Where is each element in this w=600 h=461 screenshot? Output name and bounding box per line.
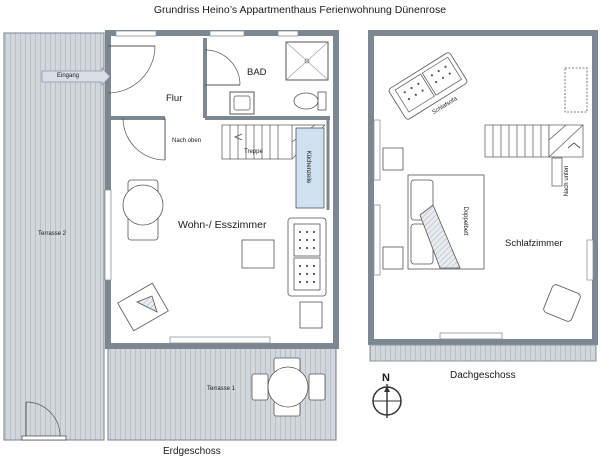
entrance-door xyxy=(107,45,156,94)
upper-floor-balcony xyxy=(369,344,597,362)
shower xyxy=(285,41,329,81)
ground-floor-walls xyxy=(105,30,339,349)
sleeping-sofa xyxy=(388,52,468,120)
double-bed xyxy=(407,174,485,270)
label-nach-oben: Nach oben xyxy=(172,138,202,144)
armchair-upper xyxy=(543,284,581,322)
terrace-gate xyxy=(21,401,67,441)
sofa-ground xyxy=(287,217,327,297)
dresser xyxy=(564,67,588,113)
room-terrasse-2: Terrasse 2 xyxy=(38,231,67,237)
plan-title: Grundriss Heino’s Appartmenthaus Ferienw… xyxy=(153,4,447,16)
label-nach-unten: Nach unten xyxy=(564,165,570,197)
armchair-ground xyxy=(117,282,169,332)
bathroom-door xyxy=(204,49,241,86)
room-terrasse-1: Terrasse 1 xyxy=(207,386,236,392)
kitchen-counter xyxy=(295,127,325,209)
room-flur: Flur xyxy=(166,93,183,104)
label-eingang: Eingang xyxy=(57,73,80,79)
floor-label-dachgeschoss: Dachgeschoss xyxy=(450,370,516,381)
sink xyxy=(229,91,255,115)
compass-label: N xyxy=(382,372,390,384)
living-room-door xyxy=(122,117,166,161)
ground-floor-windows xyxy=(104,30,299,344)
upper-floor-walls xyxy=(368,30,598,345)
room-schlafzimmer: Schlafzimmer xyxy=(505,238,563,249)
coffee-table xyxy=(241,239,275,269)
stairs-upper xyxy=(484,124,584,187)
label-kuechenzeile: Küchenzeile xyxy=(305,150,311,184)
bedside-tables xyxy=(382,147,404,270)
label-treppe: Treppe xyxy=(244,149,263,155)
floor-label-erdgeschoss: Erdgeschoss xyxy=(163,446,221,457)
label-doppelbett: Doppelbett xyxy=(462,206,468,236)
terrace-table xyxy=(251,357,326,417)
room-wohn-esszimmer: Wohn-/ Esszimmer xyxy=(178,219,267,231)
compass-icon xyxy=(372,384,402,418)
toilet xyxy=(293,91,327,111)
terrasse-2-deck xyxy=(3,32,105,441)
side-table xyxy=(299,301,323,329)
dining-table xyxy=(122,179,164,241)
room-bad: BAD xyxy=(247,67,267,78)
upper-floor-windows xyxy=(373,119,594,340)
entrance-arrow-icon xyxy=(41,66,111,87)
